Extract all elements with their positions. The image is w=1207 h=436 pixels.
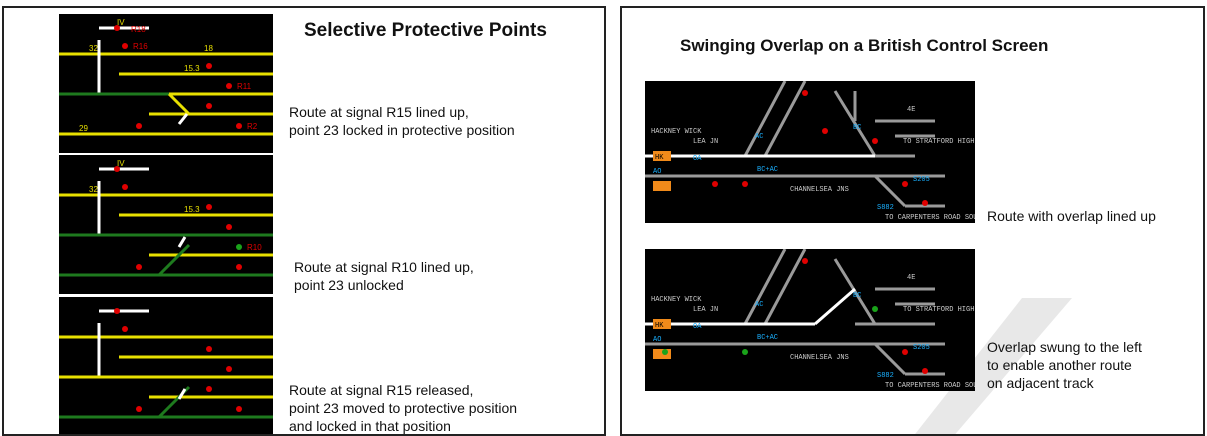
caption-line: Route at signal R15 lined up,	[289, 104, 469, 120]
number-label: 32	[89, 44, 98, 53]
number-label: 15.3	[184, 64, 200, 73]
caption-line: point 23 locked in protective position	[289, 122, 515, 138]
number-label: 18	[204, 44, 213, 53]
signal-label: OA	[693, 155, 702, 163]
signal-label: 4E	[907, 106, 915, 114]
caption-line: Route at signal R15 released,	[289, 382, 474, 398]
signal-label: IV	[117, 159, 125, 168]
number-label: 15.3	[184, 205, 200, 214]
junction-label: LEA JN	[693, 138, 718, 146]
caption-line: point 23 unlocked	[294, 277, 404, 293]
signal-label: BC	[853, 124, 861, 132]
junction-label: CHANNELSEA JNS	[790, 186, 849, 194]
signal-label: BC+AC	[757, 334, 778, 342]
number-label: 29	[79, 124, 88, 133]
caption-1: Route at signal R15 lined up, point 23 l…	[289, 103, 515, 139]
signal-label: AC	[755, 301, 763, 309]
right-title: Swinging Overlap on a British Control Sc…	[680, 36, 1049, 55]
signal-label: S205	[913, 344, 930, 352]
caption-overlap-1: Route with overlap lined up	[987, 207, 1156, 225]
left-title: Selective Protective Points	[304, 20, 547, 41]
control-diagram-2: HACKNEY WICK LEA JN TO STRATFORD HIGH LE…	[645, 249, 975, 390]
signal-label: R11	[237, 82, 252, 91]
control-screen-2: HACKNEY WICK LEA JN TO STRATFORD HIGH LE…	[645, 249, 975, 391]
signal-label: 4E	[907, 274, 915, 282]
control-diagram-1: HACKNEY WICK LEA JN TO STRATFORD HIGH LE…	[645, 81, 975, 222]
caption-line: and locked in that position	[289, 418, 451, 434]
signal-label: AO	[653, 168, 661, 176]
box-label: HK	[655, 154, 664, 162]
track-diagram-2: IV 32 15.3 R10	[59, 159, 273, 277]
destination-label: TO CARPENTERS ROAD SOUTH JN	[885, 214, 975, 222]
signal-label: AC	[755, 133, 763, 141]
signal-label: IV	[117, 18, 125, 27]
signal-label: R16	[133, 42, 148, 51]
track-diagram-1: IV 32 18 15.3 29 R18 R16 R11 R2	[59, 18, 273, 136]
signal-label: OA	[693, 323, 702, 331]
signal-label: S882	[877, 372, 894, 380]
station-label: HACKNEY WICK	[651, 296, 702, 304]
caption-line: on adjacent track	[987, 375, 1094, 391]
caption-3: Route at signal R15 released, point 23 m…	[289, 381, 518, 434]
caption-line: Route at signal R10 lined up,	[294, 259, 474, 275]
number-label: 32	[89, 185, 98, 194]
caption-line: Route with overlap lined up	[987, 208, 1156, 224]
signal-label: AO	[653, 336, 661, 344]
caption-line: to enable another route	[987, 357, 1132, 373]
watermark-shape	[915, 298, 1072, 434]
signal-label: R18	[131, 25, 146, 34]
signal-label: R2	[247, 122, 258, 131]
control-screen-1: HACKNEY WICK LEA JN TO STRATFORD HIGH LE…	[645, 81, 975, 223]
signal-label: R10	[247, 243, 262, 252]
track-diagram-3	[59, 308, 273, 419]
protective-points-diagram-2: IV 32 15.3 R10	[59, 155, 273, 294]
destination-label: TO STRATFORD HIGH LEVEL	[903, 138, 975, 146]
box-label: HK	[655, 322, 664, 330]
signal-label: BC+AC	[757, 166, 778, 174]
destination-label: TO STRATFORD HIGH LEVEL	[903, 306, 975, 314]
signal-label: S882	[877, 204, 894, 212]
caption-line: Overlap swung to the left	[987, 339, 1142, 355]
caption-line: point 23 moved to protective position	[289, 400, 518, 416]
right-panel: Swinging Overlap on a British Control Sc…	[620, 6, 1205, 436]
protective-points-diagram-3	[59, 297, 273, 434]
protective-points-diagram-1: IV 32 18 15.3 29 R18 R16 R11 R2	[59, 14, 273, 153]
caption-overlap-2: Overlap swung to the left to enable anot…	[987, 338, 1142, 392]
signal-label: BC	[853, 292, 861, 300]
junction-label: CHANNELSEA JNS	[790, 354, 849, 362]
junction-label: LEA JN	[693, 306, 718, 314]
signal-label: S205	[913, 176, 930, 184]
destination-label: TO CARPENTERS ROAD SOUTH JN	[885, 382, 975, 390]
left-panel: Selective Protective Points	[2, 6, 606, 436]
station-label: HACKNEY WICK	[651, 128, 702, 136]
caption-2: Route at signal R10 lined up, point 23 u…	[294, 258, 474, 294]
